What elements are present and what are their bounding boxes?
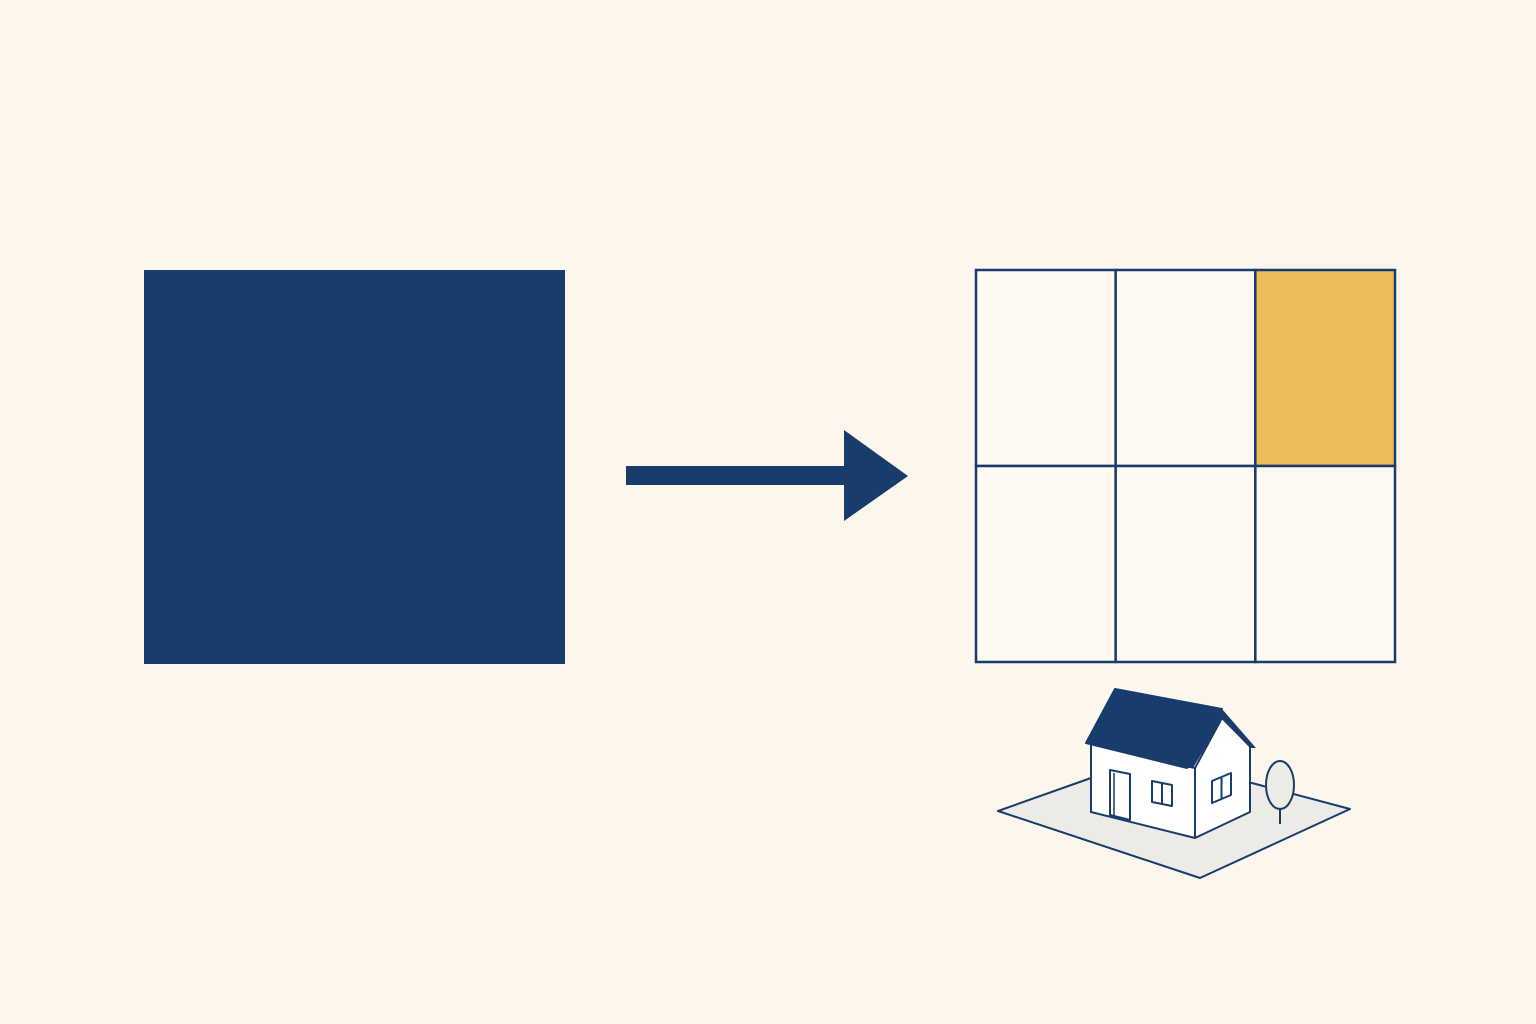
tree-icon (1265, 760, 1295, 810)
solid-square (144, 270, 565, 664)
grid-cell (1254, 464, 1397, 664)
grid-cell-highlighted (1254, 268, 1397, 468)
grid-cell (1114, 464, 1257, 664)
grid-cell (974, 464, 1117, 664)
right-arrow-icon (626, 430, 908, 521)
arrow-head (844, 430, 908, 521)
arrow-shaft (626, 466, 850, 485)
grid-cell (974, 268, 1117, 468)
subdivision-grid (974, 268, 1397, 664)
house-door (1109, 769, 1131, 821)
house-on-parcel-icon (997, 688, 1351, 879)
grid-cell (1114, 268, 1257, 468)
house-roof-edge (1187, 709, 1256, 768)
